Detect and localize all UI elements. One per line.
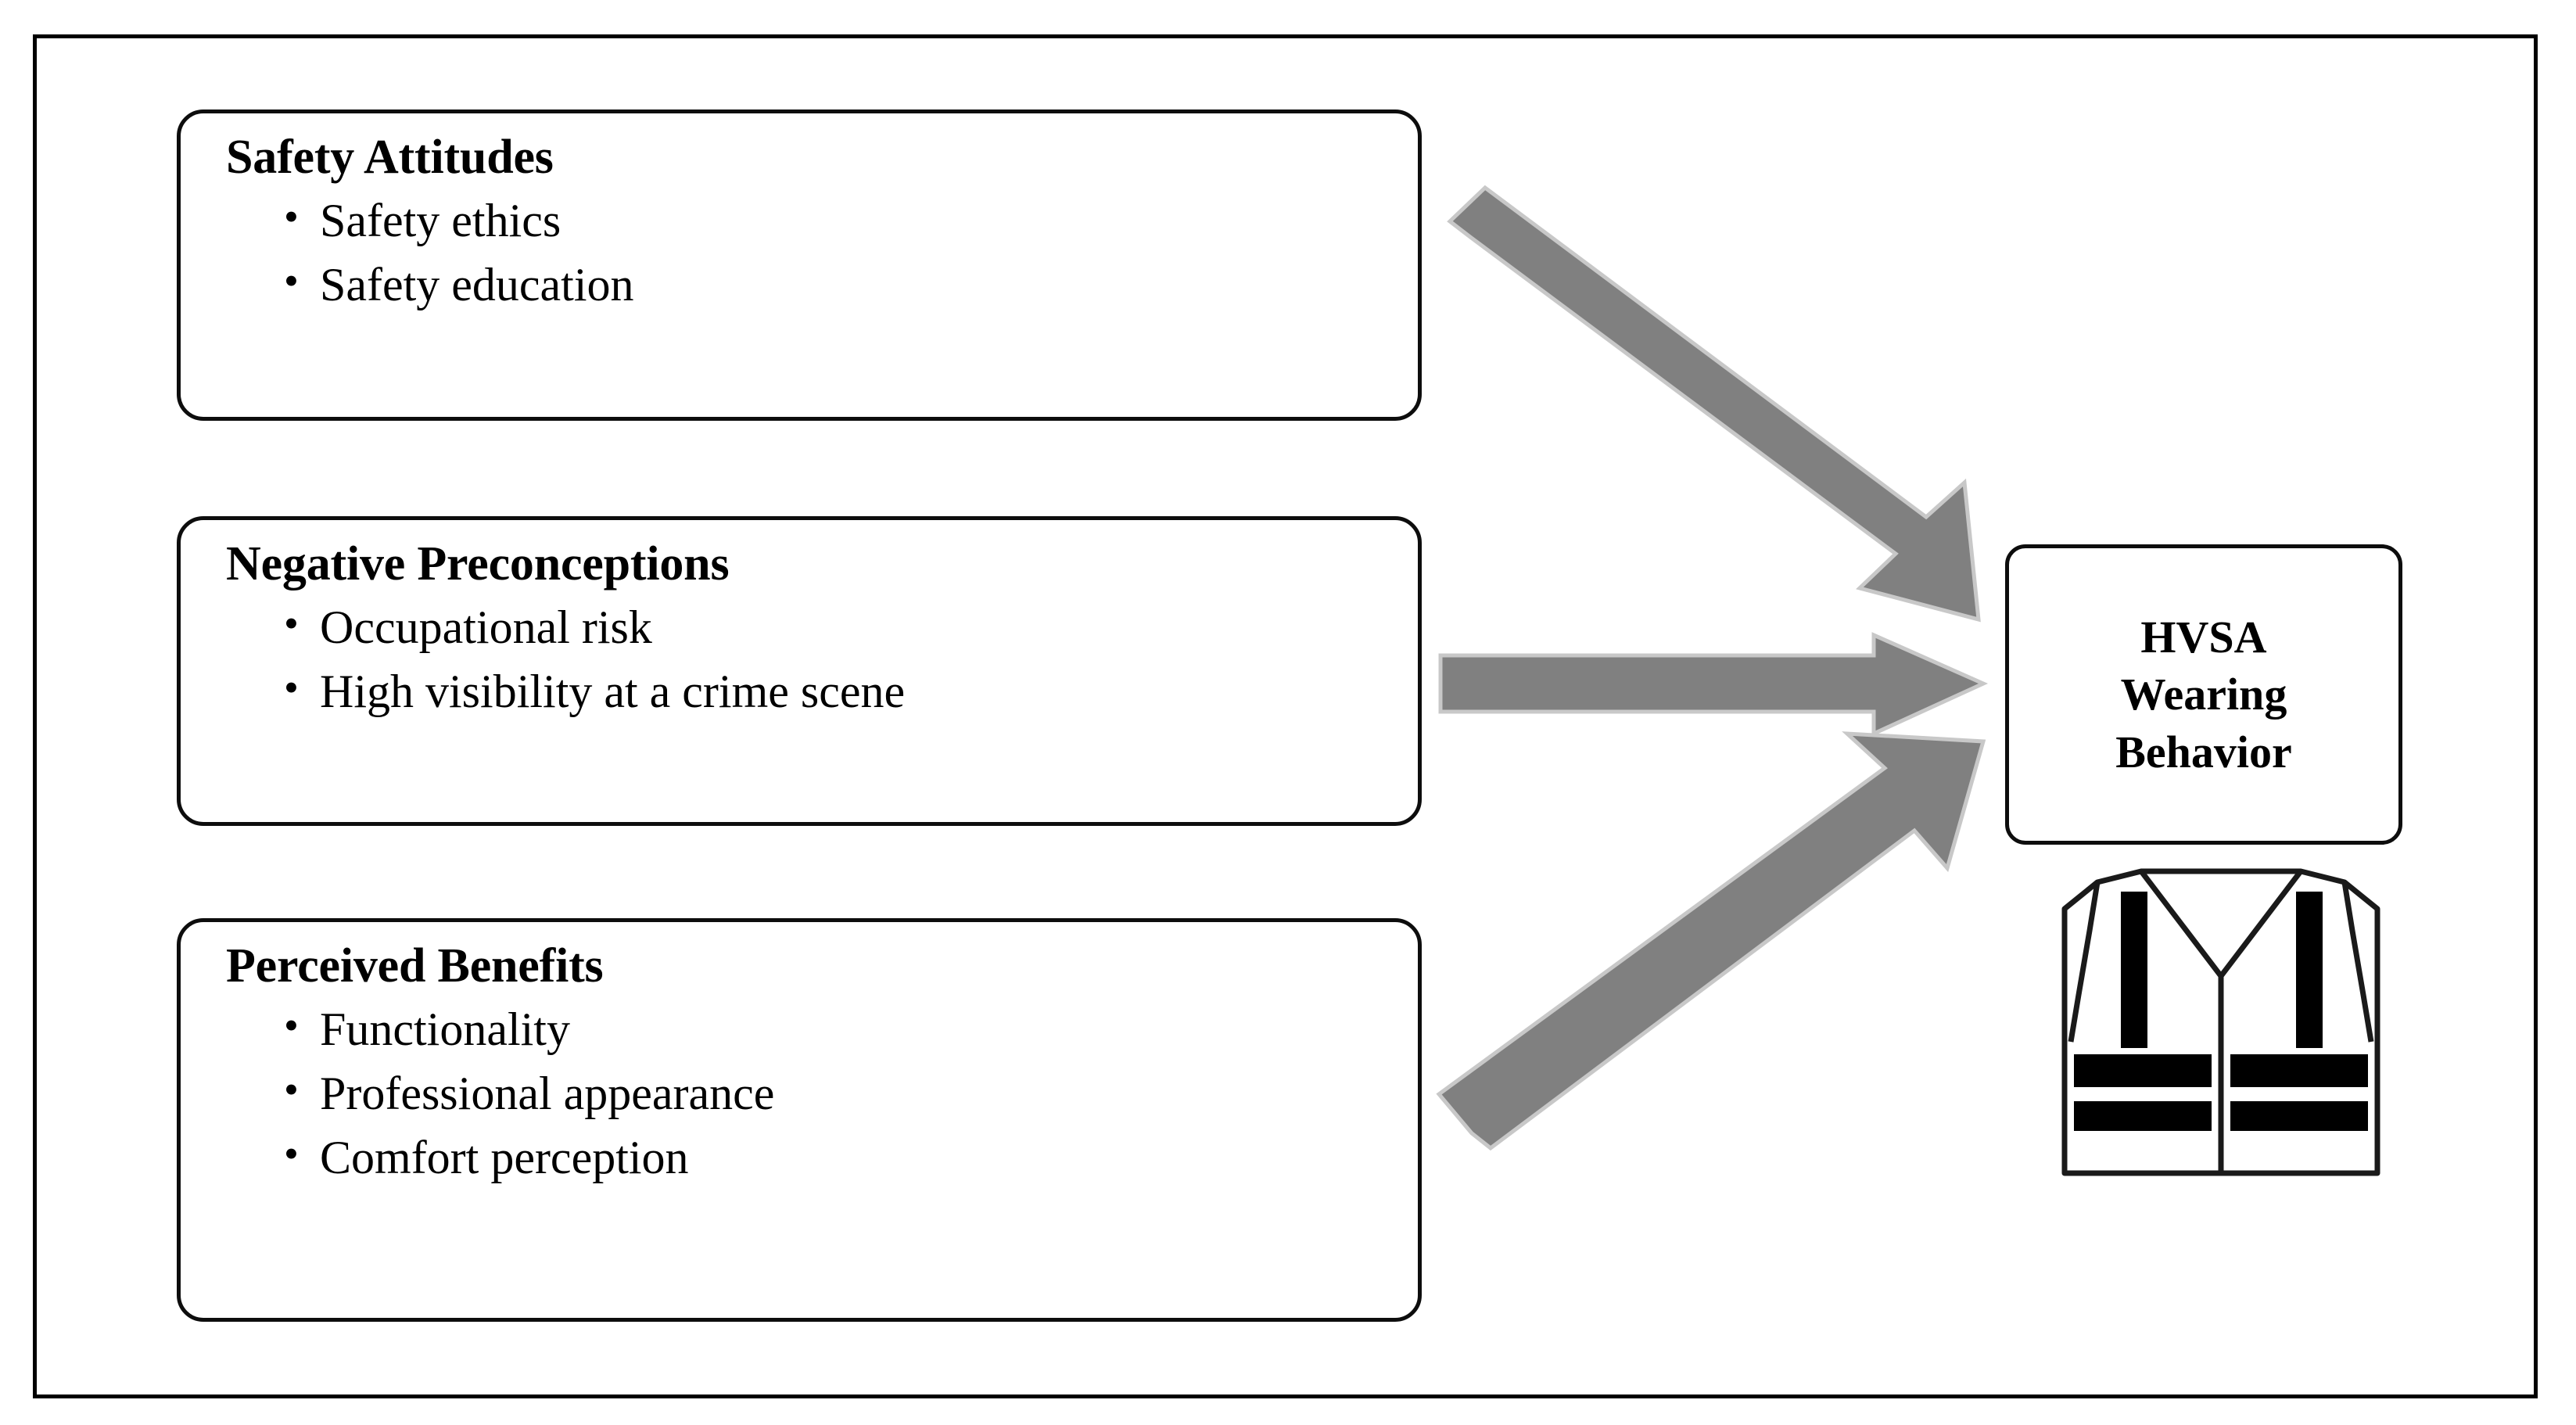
factor-box-negative-preconceptions: Negative Preconceptions Occupational ris… bbox=[177, 516, 1422, 826]
factor-title-safety-attitudes: Safety Attitudes bbox=[226, 131, 554, 184]
list-item: High visibility at a crime scene bbox=[284, 663, 1418, 720]
outcome-line-1: HVSA bbox=[2140, 612, 2267, 663]
factor-title-perceived-benefits: Perceived Benefits bbox=[226, 939, 604, 992]
list-item: Occupational risk bbox=[284, 599, 1418, 655]
factor-box-safety-attitudes: Safety Attitudes Safety ethics Safety ed… bbox=[177, 109, 1422, 421]
factor-items-safety-attitudes: Safety ethics Safety education bbox=[226, 192, 1418, 313]
factor-title-negative-preconceptions: Negative Preconceptions bbox=[226, 537, 730, 590]
list-item: Comfort perception bbox=[284, 1129, 1418, 1186]
list-item: Functionality bbox=[284, 1001, 1418, 1057]
factor-items-negative-preconceptions: Occupational risk High visibility at a c… bbox=[226, 599, 1418, 720]
factor-items-perceived-benefits: Functionality Professional appearance Co… bbox=[226, 1001, 1418, 1186]
list-item: Safety ethics bbox=[284, 192, 1418, 249]
list-item: Professional appearance bbox=[284, 1065, 1418, 1122]
list-item: Safety education bbox=[284, 257, 1418, 313]
factor-box-perceived-benefits: Perceived Benefits Functionality Profess… bbox=[177, 918, 1422, 1322]
outcome-line-2: Wearing bbox=[2120, 669, 2287, 720]
outcome-line-3: Behavior bbox=[2115, 726, 2292, 777]
outcome-box-hvsa-wearing-behavior: HVSA Wearing Behavior bbox=[2005, 544, 2402, 845]
